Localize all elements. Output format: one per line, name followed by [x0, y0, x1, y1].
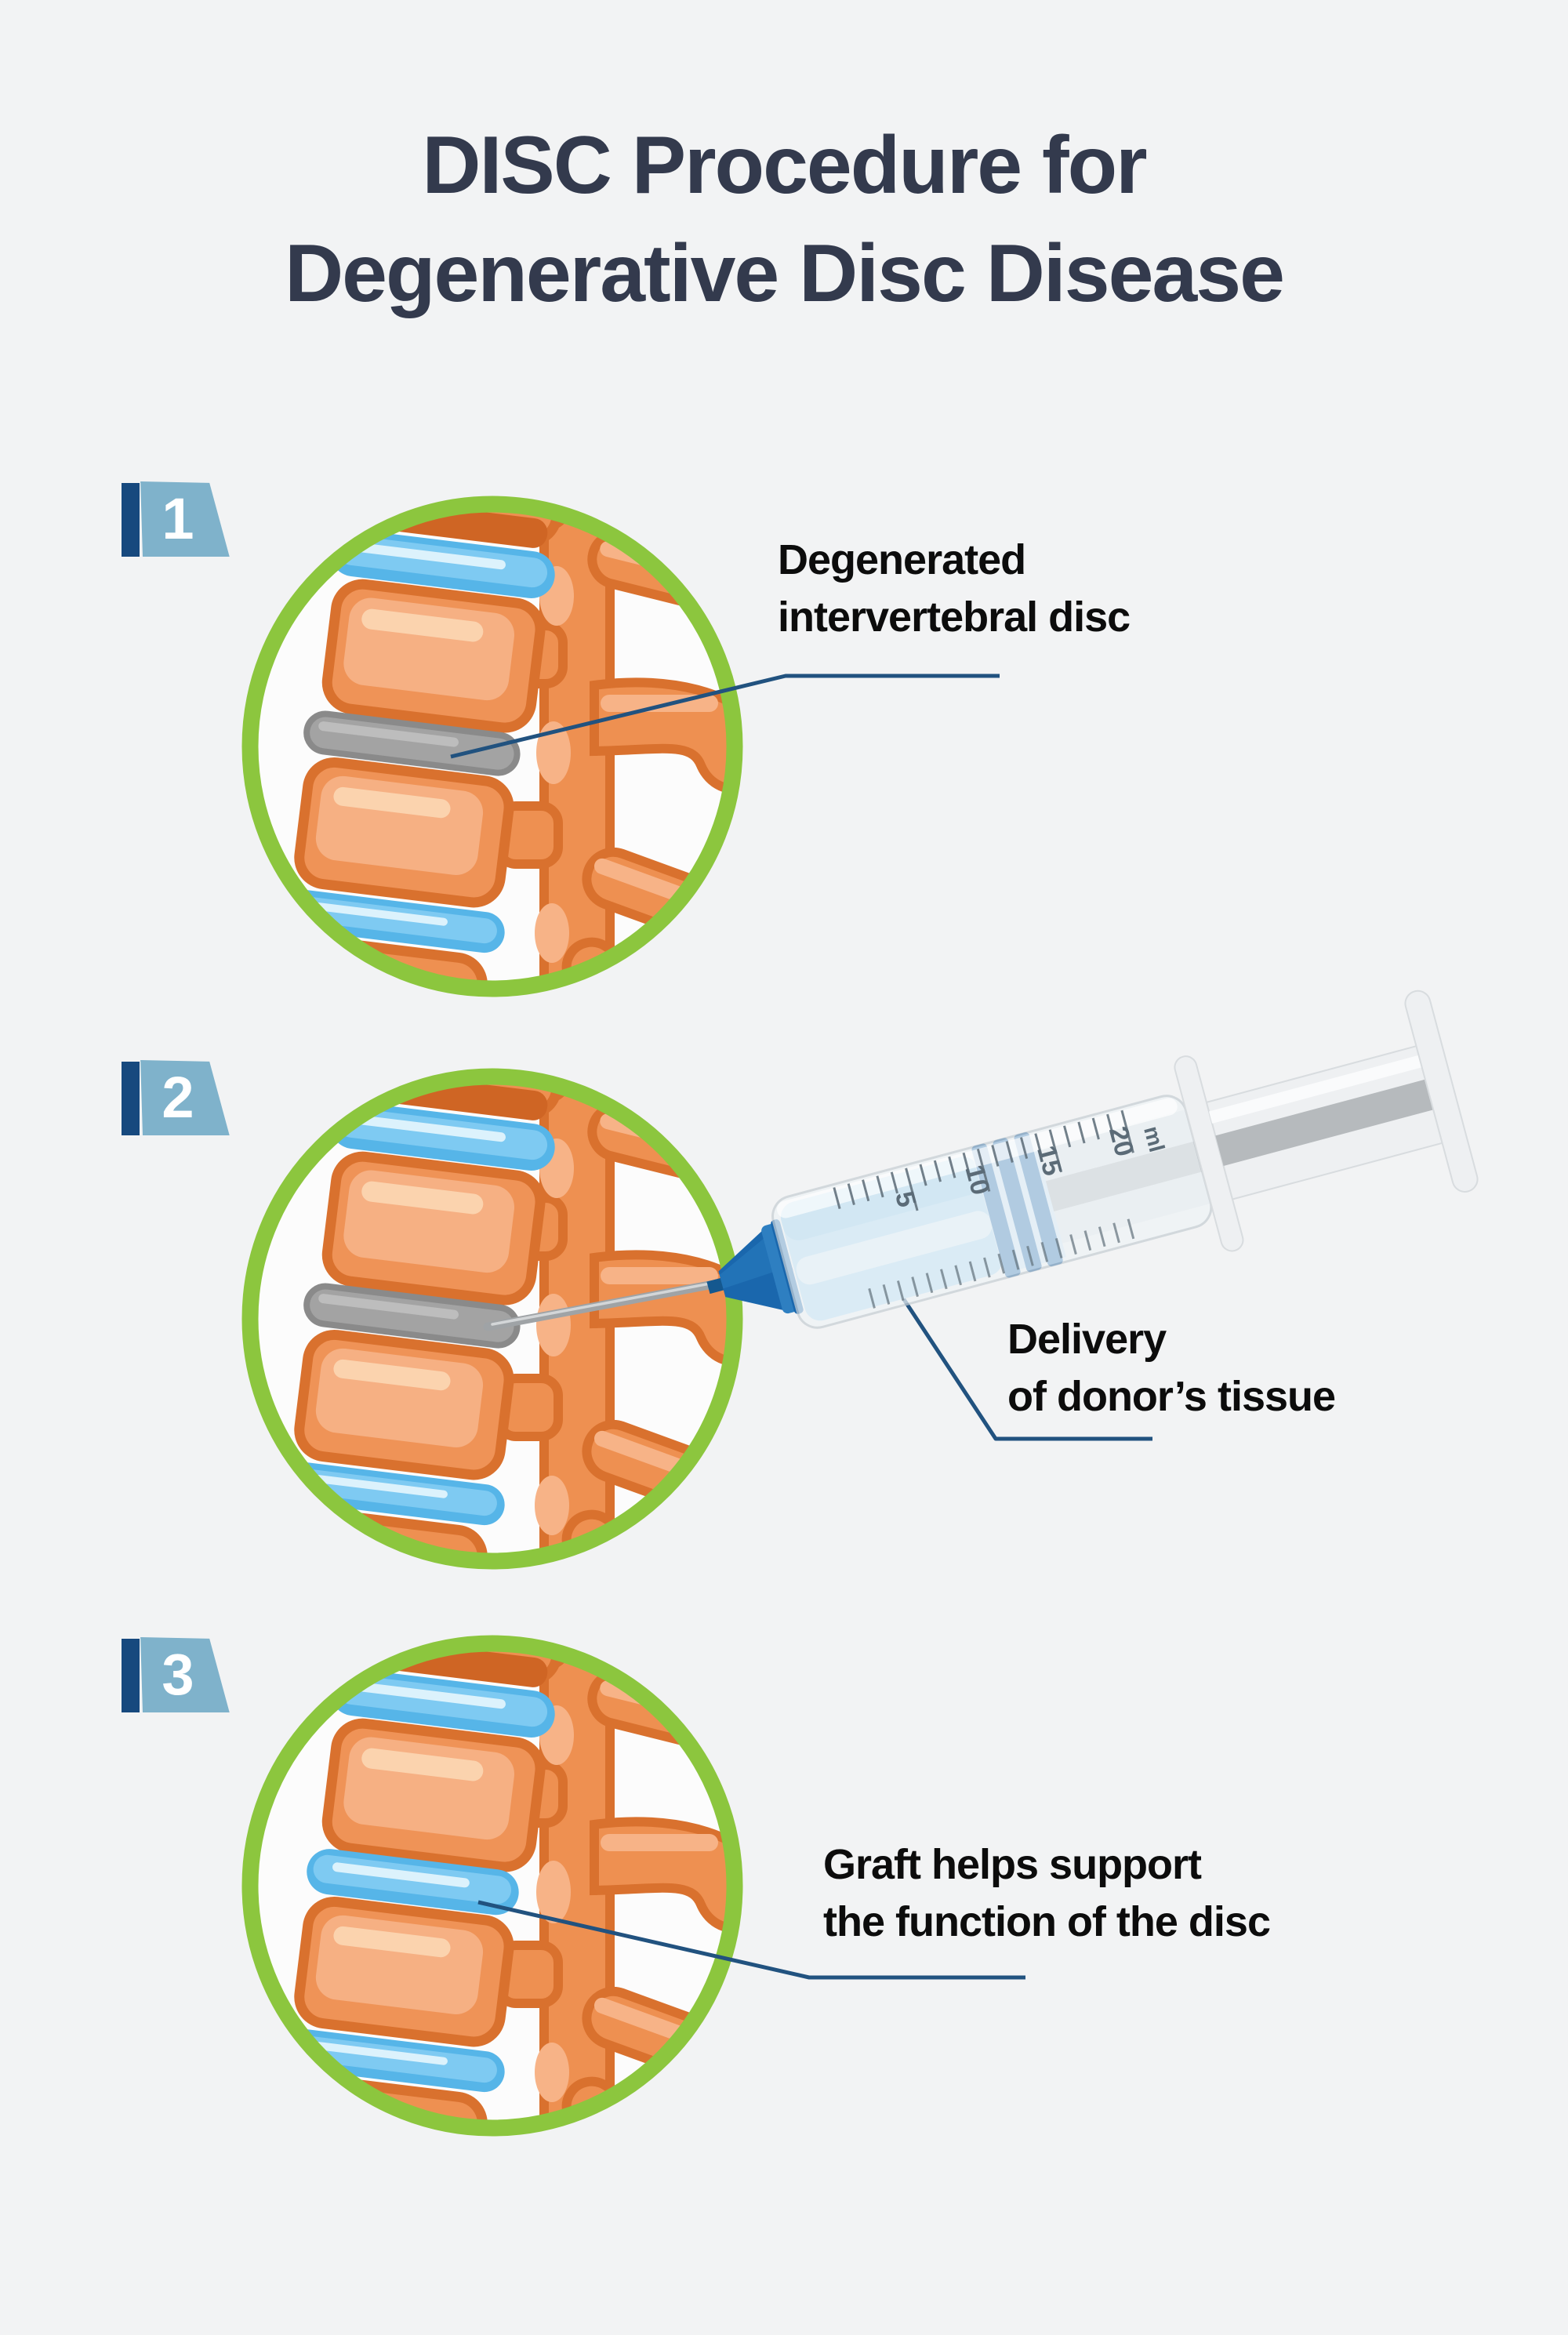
syringe-barrel	[771, 1095, 1213, 1329]
caption-line: intervertebral disc	[778, 594, 1131, 641]
syringe-fluid	[780, 1157, 1003, 1321]
syringe-scale-ticks	[833, 1109, 1135, 1309]
badge-accent-strip	[122, 1062, 140, 1135]
scale-label-10: 10	[959, 1162, 995, 1198]
plunger-rod-stripe-inner	[1044, 1140, 1205, 1212]
plunger-thumb-rest	[1404, 990, 1479, 1193]
step-2-caption: Delivery of donor’s tissue	[1007, 1311, 1336, 1425]
badge-accent-strip	[122, 1639, 140, 1712]
step-1-caption: Degenerated intervertebral disc	[778, 532, 1131, 646]
step-number: 3	[162, 1642, 194, 1707]
spine-illustration-svg	[241, 496, 743, 997]
spine-illustration-svg	[241, 1068, 743, 1570]
step-1-badge: 1	[122, 481, 233, 557]
syringe-scale-labels: 5 10 15 20 ml	[889, 1124, 1169, 1211]
plunger-rod	[1205, 1044, 1443, 1200]
step-3-caption: Graft helps support the function of the …	[823, 1836, 1271, 1951]
step-number: 1	[162, 486, 194, 551]
caption-line: Graft helps support	[823, 1841, 1202, 1888]
step-1-spine-illustration	[240, 494, 745, 999]
caption-line: of donor’s tissue	[1007, 1373, 1336, 1420]
page-title: DISC Procedure for Degenerative Disc Dis…	[0, 111, 1568, 328]
step-3-spine-illustration	[240, 1633, 745, 2138]
green-ring	[241, 1635, 743, 2137]
step-number: 2	[162, 1065, 194, 1130]
scale-label-15: 15	[1031, 1142, 1067, 1178]
step-3-badge: 3	[122, 1637, 233, 1712]
page-title-line1: DISC Procedure for	[422, 120, 1147, 211]
scale-label-5: 5	[889, 1188, 922, 1210]
spine-illustration-svg	[241, 1635, 743, 2137]
step-2-badge: 2	[122, 1060, 233, 1135]
caption-line: Degenerated	[778, 536, 1026, 583]
scale-label-20: 20	[1103, 1124, 1139, 1160]
caption-line: the function of the disc	[823, 1898, 1271, 1945]
page-title-line2: Degenerative Disc Disease	[285, 228, 1285, 319]
step-2-spine-illustration	[240, 1066, 745, 1571]
barrel-flange	[1174, 1055, 1244, 1252]
caption-line: Delivery	[1007, 1316, 1167, 1363]
scale-unit-label: ml	[1139, 1124, 1169, 1155]
badge-accent-strip	[122, 483, 140, 557]
syringe-stopper	[971, 1132, 1066, 1278]
plunger-rod-inner	[1036, 1109, 1214, 1244]
